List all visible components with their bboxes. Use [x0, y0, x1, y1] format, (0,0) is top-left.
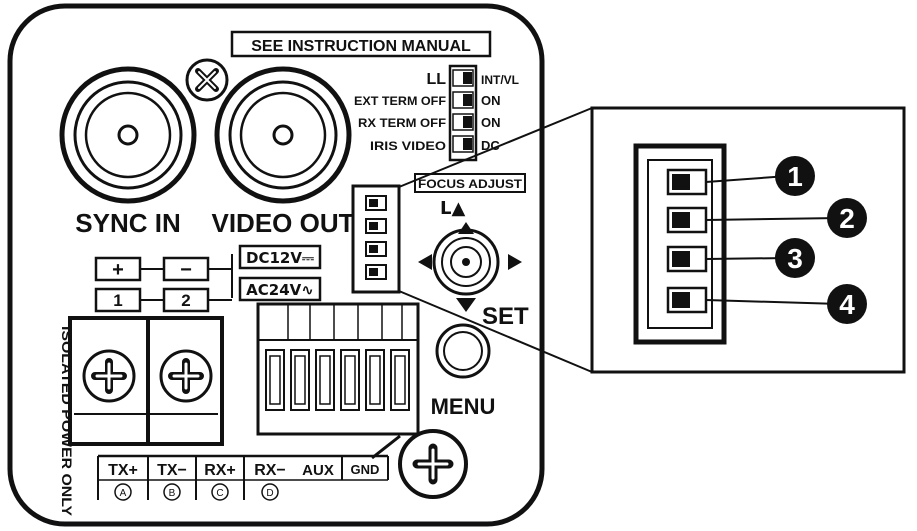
- callout-connector-lines: [398, 107, 593, 373]
- rx-plus-label: RX+: [204, 462, 236, 479]
- callout-switch-3: [666, 245, 708, 273]
- tx-minus-label: TX−: [157, 462, 187, 479]
- ac24v-label: AC24V∿: [246, 281, 314, 299]
- top-screw-icon: [185, 58, 229, 102]
- svg-text:B: B: [169, 488, 176, 499]
- switch-4-right-label: DC: [481, 138, 500, 153]
- setting-switch-2[interactable]: [452, 91, 474, 109]
- callout-switch-4: [666, 286, 708, 314]
- switch-2-right-label: ON: [481, 93, 501, 108]
- focus-adjust-label: FOCUS ADJUST: [418, 177, 523, 191]
- callout-switch-2: [666, 206, 708, 234]
- svg-text:A: A: [120, 488, 127, 499]
- set-right-arrow-icon: [508, 254, 522, 270]
- sync-in-connector[interactable]: [59, 66, 197, 204]
- video-out-label: VIDEO OUT: [211, 208, 354, 238]
- plus-terminal-label: +: [112, 259, 124, 281]
- power-screw-1-icon[interactable]: [82, 349, 136, 403]
- switch-1-left-label: LL: [426, 71, 446, 88]
- sync-in-label: SYNC IN: [75, 208, 180, 238]
- setting-switch-4[interactable]: [452, 135, 474, 153]
- ac24v-box: [238, 276, 322, 302]
- terminal-2-label: 2: [181, 291, 190, 310]
- set-up-arrow-icon: [458, 222, 474, 234]
- instruction-notice-box: [230, 30, 492, 58]
- set-label: SET: [482, 303, 529, 330]
- focus-adjust-box: [414, 173, 526, 193]
- callout-number-2-badge: 2: [827, 198, 867, 238]
- svg-text:D: D: [266, 488, 273, 499]
- switch-3-right-label: ON: [481, 115, 501, 130]
- svg-text:3: 3: [787, 243, 803, 274]
- terminal-label-row: [97, 454, 389, 500]
- terminal-letter-d: D: [261, 483, 279, 501]
- switch-3-left-label: RX TERM OFF: [358, 116, 446, 130]
- dc12v-label: DC12V⎓: [246, 249, 314, 267]
- gnd-leader-line: [371, 434, 401, 460]
- callout-switch-1: [666, 168, 708, 196]
- svg-text:4: 4: [839, 289, 855, 320]
- callout-number-3-badge: 3: [775, 238, 815, 278]
- terminal-letter-c: C: [211, 483, 229, 501]
- bottom-screw-icon: [398, 429, 468, 499]
- terminal-1-label: 1: [113, 291, 122, 310]
- rx-minus-label: RX−: [254, 462, 286, 479]
- aux-label: AUX: [302, 462, 334, 479]
- terminal-letter-a: A: [114, 483, 132, 501]
- callout-leader-lines: [705, 175, 841, 305]
- set-joystick-button[interactable]: [432, 228, 500, 296]
- svg-text:C: C: [216, 488, 223, 499]
- svg-text:2: 2: [839, 203, 855, 234]
- setting-switch-3[interactable]: [452, 113, 474, 131]
- setting-switches: LL INT/VL EXT TERM OFF ON RX TERM OFF ON…: [354, 64, 519, 162]
- callout-number-4-badge: 4: [827, 284, 867, 324]
- instruction-notice-label: SEE INSTRUCTION MANUAL: [251, 38, 471, 55]
- minus-terminal-label: −: [180, 259, 192, 281]
- tx-plus-label: TX+: [108, 462, 138, 479]
- callout-number-1-badge: 1: [775, 156, 815, 196]
- switch-2-left-label: EXT TERM OFF: [354, 94, 446, 108]
- set-down-arrow-icon: [456, 298, 476, 312]
- focus-dip-switch: [351, 184, 401, 294]
- dc12v-box: [238, 244, 322, 270]
- setting-switch-1[interactable]: [452, 69, 474, 87]
- svg-text:1: 1: [787, 161, 803, 192]
- switch-1-right-label: INT/VL: [481, 73, 519, 87]
- switch-4-left-label: IRIS VIDEO: [370, 139, 446, 153]
- power-screw-2-icon[interactable]: [159, 349, 213, 403]
- menu-label: MENU: [431, 394, 496, 419]
- video-out-connector[interactable]: [214, 66, 352, 204]
- data-connector-pins: [265, 349, 410, 411]
- terminal-letter-b: B: [163, 483, 181, 501]
- gnd-label: GND: [351, 462, 380, 477]
- focus-adjust-arrow-icon: L▲: [440, 198, 465, 219]
- menu-button[interactable]: [435, 323, 491, 379]
- set-left-arrow-icon: [418, 254, 432, 270]
